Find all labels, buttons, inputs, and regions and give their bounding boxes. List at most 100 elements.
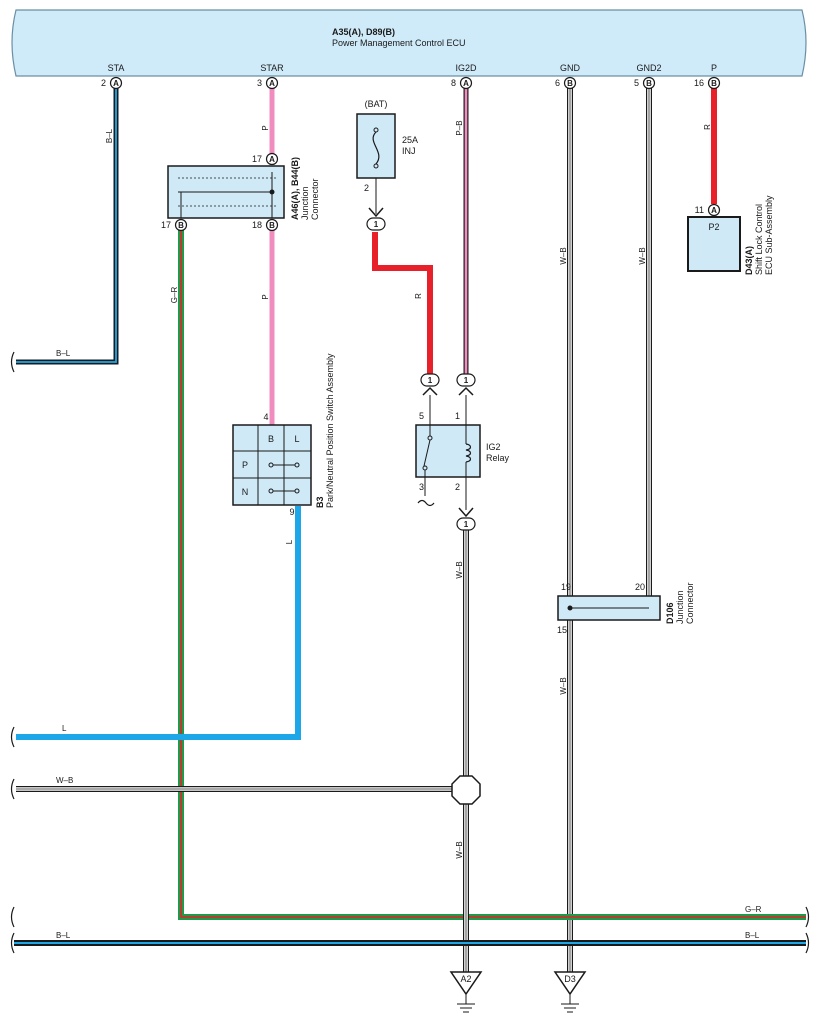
- terminal-sta: STA: [108, 63, 125, 73]
- ground-a2: A2: [449, 971, 483, 1013]
- ecu-ref: A35(A), D89(B): [332, 27, 395, 37]
- junction-d106-name2: Connector: [685, 582, 695, 624]
- pin-number: 2: [101, 78, 106, 88]
- pin-number: 18: [252, 220, 262, 230]
- pin-number: 20: [635, 582, 645, 592]
- pin-number: 19: [561, 582, 571, 592]
- pin-number: 15: [557, 625, 567, 635]
- pin-number: 4: [263, 412, 268, 422]
- fuse-rating: 25A: [402, 135, 418, 145]
- pin-number: 9: [289, 507, 294, 517]
- wire-label: W–B: [559, 677, 568, 694]
- wire-label: G–R: [745, 905, 762, 914]
- ecu-name: Power Management Control ECU: [332, 38, 466, 48]
- wire-label: W–B: [559, 247, 568, 264]
- connector-pin: 1: [464, 376, 469, 385]
- switch-contact-p: [268, 462, 300, 468]
- pin-conn: A: [269, 155, 275, 164]
- junction-a46-name1: Junction: [300, 186, 310, 220]
- ig2-relay: 1 1 5 1 IG2 Relay 3 2 1: [415, 373, 510, 531]
- switch-col-l: L: [294, 434, 299, 444]
- wire-label: R: [414, 293, 423, 299]
- fuse-source: (BAT): [365, 99, 388, 109]
- pin-conn: B: [646, 79, 652, 88]
- switch-row-n: N: [242, 487, 249, 497]
- wire-label: P–B: [455, 120, 464, 135]
- connector-pin: 1: [428, 376, 433, 385]
- terminal-ig2d: IG2D: [455, 63, 477, 73]
- wire-label: G–R: [170, 287, 179, 304]
- pin-number: 8: [451, 78, 456, 88]
- wire-green: [178, 230, 806, 920]
- wire-label: R: [703, 124, 712, 130]
- wire-sta: [16, 88, 119, 365]
- terminal-p: P: [711, 63, 717, 73]
- wire-label: P: [261, 125, 270, 130]
- switch-row-p: P: [242, 460, 248, 470]
- shift-lock-name1: Shift Lock Control: [754, 204, 764, 275]
- wire-label: B–L: [745, 931, 760, 940]
- pin-number: 11: [695, 205, 704, 215]
- connector-pin: 1: [374, 220, 379, 229]
- pin-conn: A: [113, 79, 119, 88]
- wire-label: L: [285, 539, 294, 544]
- wire-fuse-out: [372, 232, 433, 374]
- wire-labels: B–L P P P–B W–B W–B R R G–R B–L L L W–B …: [56, 120, 762, 940]
- fuse-inj: (BAT) 2 25A INJ 1: [356, 99, 418, 231]
- switch-col-b: B: [268, 434, 274, 444]
- switch-b3-ref: B3: [315, 496, 325, 508]
- connector-pin: 1: [464, 520, 469, 529]
- park-neutral-switch-b3: B L P N 4 9 B3 Park/Neutral Position Swi…: [232, 353, 335, 517]
- ground-d3: D3: [553, 971, 587, 1013]
- switch-contact-n: [268, 488, 300, 494]
- wire-label: W–B: [56, 776, 73, 785]
- pin-number: 3: [257, 78, 262, 88]
- wire-label: B–L: [56, 931, 71, 940]
- wire-switch-out: [16, 506, 301, 740]
- junction-a46-ref: A46(A), B44(B): [290, 157, 300, 220]
- wire-label: W–B: [455, 561, 464, 578]
- power-management-ecu: A35(A), D89(B) Power Management Control …: [11, 9, 807, 77]
- junction-d106-ref: D106: [665, 602, 675, 624]
- wire-label: B–L: [56, 349, 71, 358]
- wire-break-marks: [10, 351, 810, 954]
- pin-conn: A: [463, 79, 469, 88]
- pin-number: 1: [455, 411, 460, 421]
- switch-b3-name: Park/Neutral Position Switch Assembly: [325, 353, 335, 508]
- shift-lock-inner: P2: [708, 222, 719, 232]
- ecu-pins: 2 A 3 A 8 A 6 B 5 B 16 B: [101, 76, 721, 90]
- wire-label: W–B: [638, 247, 647, 264]
- wire-label: B–L: [105, 128, 114, 143]
- pin-conn: A: [269, 79, 275, 88]
- pin-number: 17: [252, 154, 262, 164]
- pin-conn: B: [711, 79, 717, 88]
- pin-number: 6: [555, 78, 560, 88]
- shift-lock-name2: ECU Sub-Assembly: [764, 195, 774, 275]
- wire-label: P: [261, 294, 270, 299]
- pin-conn: B: [567, 79, 573, 88]
- pin-conn: B: [269, 221, 275, 230]
- relay-name2: Relay: [486, 453, 510, 463]
- shift-lock-ref: D43(A): [744, 246, 754, 275]
- pin-conn: A: [711, 206, 717, 215]
- pin-number: 2: [364, 183, 369, 193]
- shift-lock-ecu-d43: 11 A P2 D43(A) Shift Lock Control ECU Su…: [687, 195, 774, 275]
- pin-conn: B: [178, 221, 184, 230]
- pin-number: 2: [455, 482, 460, 492]
- pin-number: 17: [161, 220, 171, 230]
- relay-name1: IG2: [486, 442, 501, 452]
- pin-number: 5: [634, 78, 639, 88]
- junction-a46-name2: Connector: [310, 178, 320, 220]
- junction-connector-a46: 17 A 17 B 18 B A46(A), B44(B) Junction C…: [161, 152, 320, 232]
- junction-d106-name1: Junction: [675, 590, 685, 624]
- splice-point: [451, 775, 481, 805]
- pin-number: 3: [419, 482, 424, 492]
- ground-a2-label: A2: [460, 974, 471, 984]
- ground-d3-label: D3: [564, 974, 576, 984]
- terminal-gnd2: GND2: [636, 63, 661, 73]
- terminal-star: STAR: [260, 63, 284, 73]
- pin-number: 16: [694, 78, 704, 88]
- wire-label: W–B: [455, 841, 464, 858]
- junction-connector-d106: 19 20 15 D106 Junction Connector: [557, 582, 695, 635]
